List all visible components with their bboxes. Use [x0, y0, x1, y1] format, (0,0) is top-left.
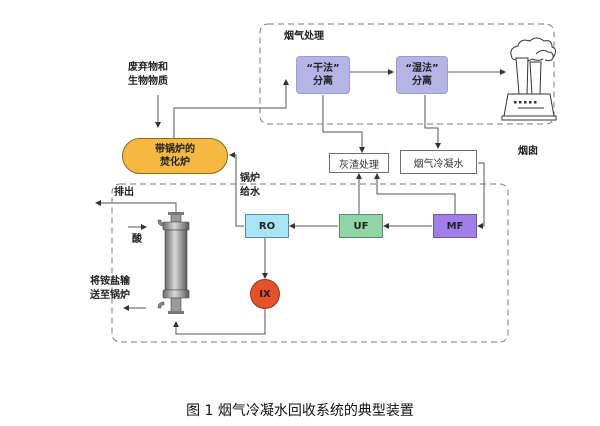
stack-label: 烟囱 — [518, 146, 538, 157]
ammonium-line1: 将铵盐输 — [90, 276, 130, 287]
arrow-ro-to-incinerator — [229, 152, 244, 227]
waste-input-line1: 废弃物和 — [128, 62, 168, 73]
arrow-mf-to-ash — [374, 173, 456, 214]
arrow-incinerator-to-dry — [173, 79, 289, 140]
uf-node[interactable]: UF — [339, 214, 383, 238]
arrow-column-discharge — [95, 200, 177, 212]
arrow-ix-to-column — [173, 307, 266, 335]
figure-caption: 图 1 烟气冷凝水回收系统的典型装置 — [186, 403, 414, 419]
boiler-feedwater-line2: 给水 — [240, 187, 260, 198]
discharge-label: 排出 — [114, 187, 134, 198]
acid-label: 酸 — [132, 234, 142, 245]
dry-separation-line2: 分离 — [313, 76, 333, 87]
arrow-wet-to-condensate — [424, 95, 441, 149]
stripping-column-icon — [157, 212, 190, 314]
dry-separation-line1: “干法” — [306, 63, 340, 74]
flue-gas-treatment-group — [259, 23, 555, 125]
mf-node[interactable]: MF — [433, 214, 477, 238]
wet-separation-node[interactable]: “湿法” 分离 — [396, 56, 448, 94]
ammonium-line2: 送至锅炉 — [90, 290, 130, 301]
arrow-dry-to-ash — [322, 95, 365, 153]
waste-input-label: 废弃物和 生物物质 — [128, 61, 168, 89]
incinerator-node[interactable]: 带锅炉的 焚化炉 — [122, 138, 228, 174]
boiler-feedwater-label: 锅炉 给水 — [240, 172, 260, 200]
water-treatment-group — [111, 183, 509, 343]
ash-treatment-node[interactable]: 灰渣处理 — [329, 153, 389, 173]
ammonium-to-boiler-label: 将铵盐输 送至锅炉 — [90, 275, 130, 303]
ro-node[interactable]: RO — [245, 214, 289, 238]
stack-icon — [501, 37, 557, 121]
ix-node[interactable]: IX — [250, 279, 280, 309]
boiler-feedwater-line1: 锅炉 — [240, 173, 260, 184]
flue-condensate-node[interactable]: 烟气冷凝水 — [400, 150, 477, 174]
waste-input-line2: 生物物质 — [128, 76, 168, 87]
arrow-condensate-to-mf — [477, 162, 485, 229]
incinerator-line2: 焚化炉 — [160, 157, 190, 168]
group-title-flue-gas: 烟气处理 — [284, 31, 324, 42]
dry-separation-node[interactable]: “干法” 分离 — [296, 56, 350, 94]
wet-separation-line1: “湿法” — [405, 63, 439, 74]
incinerator-line1: 带锅炉的 — [155, 144, 195, 155]
wet-separation-line2: 分离 — [412, 76, 432, 87]
